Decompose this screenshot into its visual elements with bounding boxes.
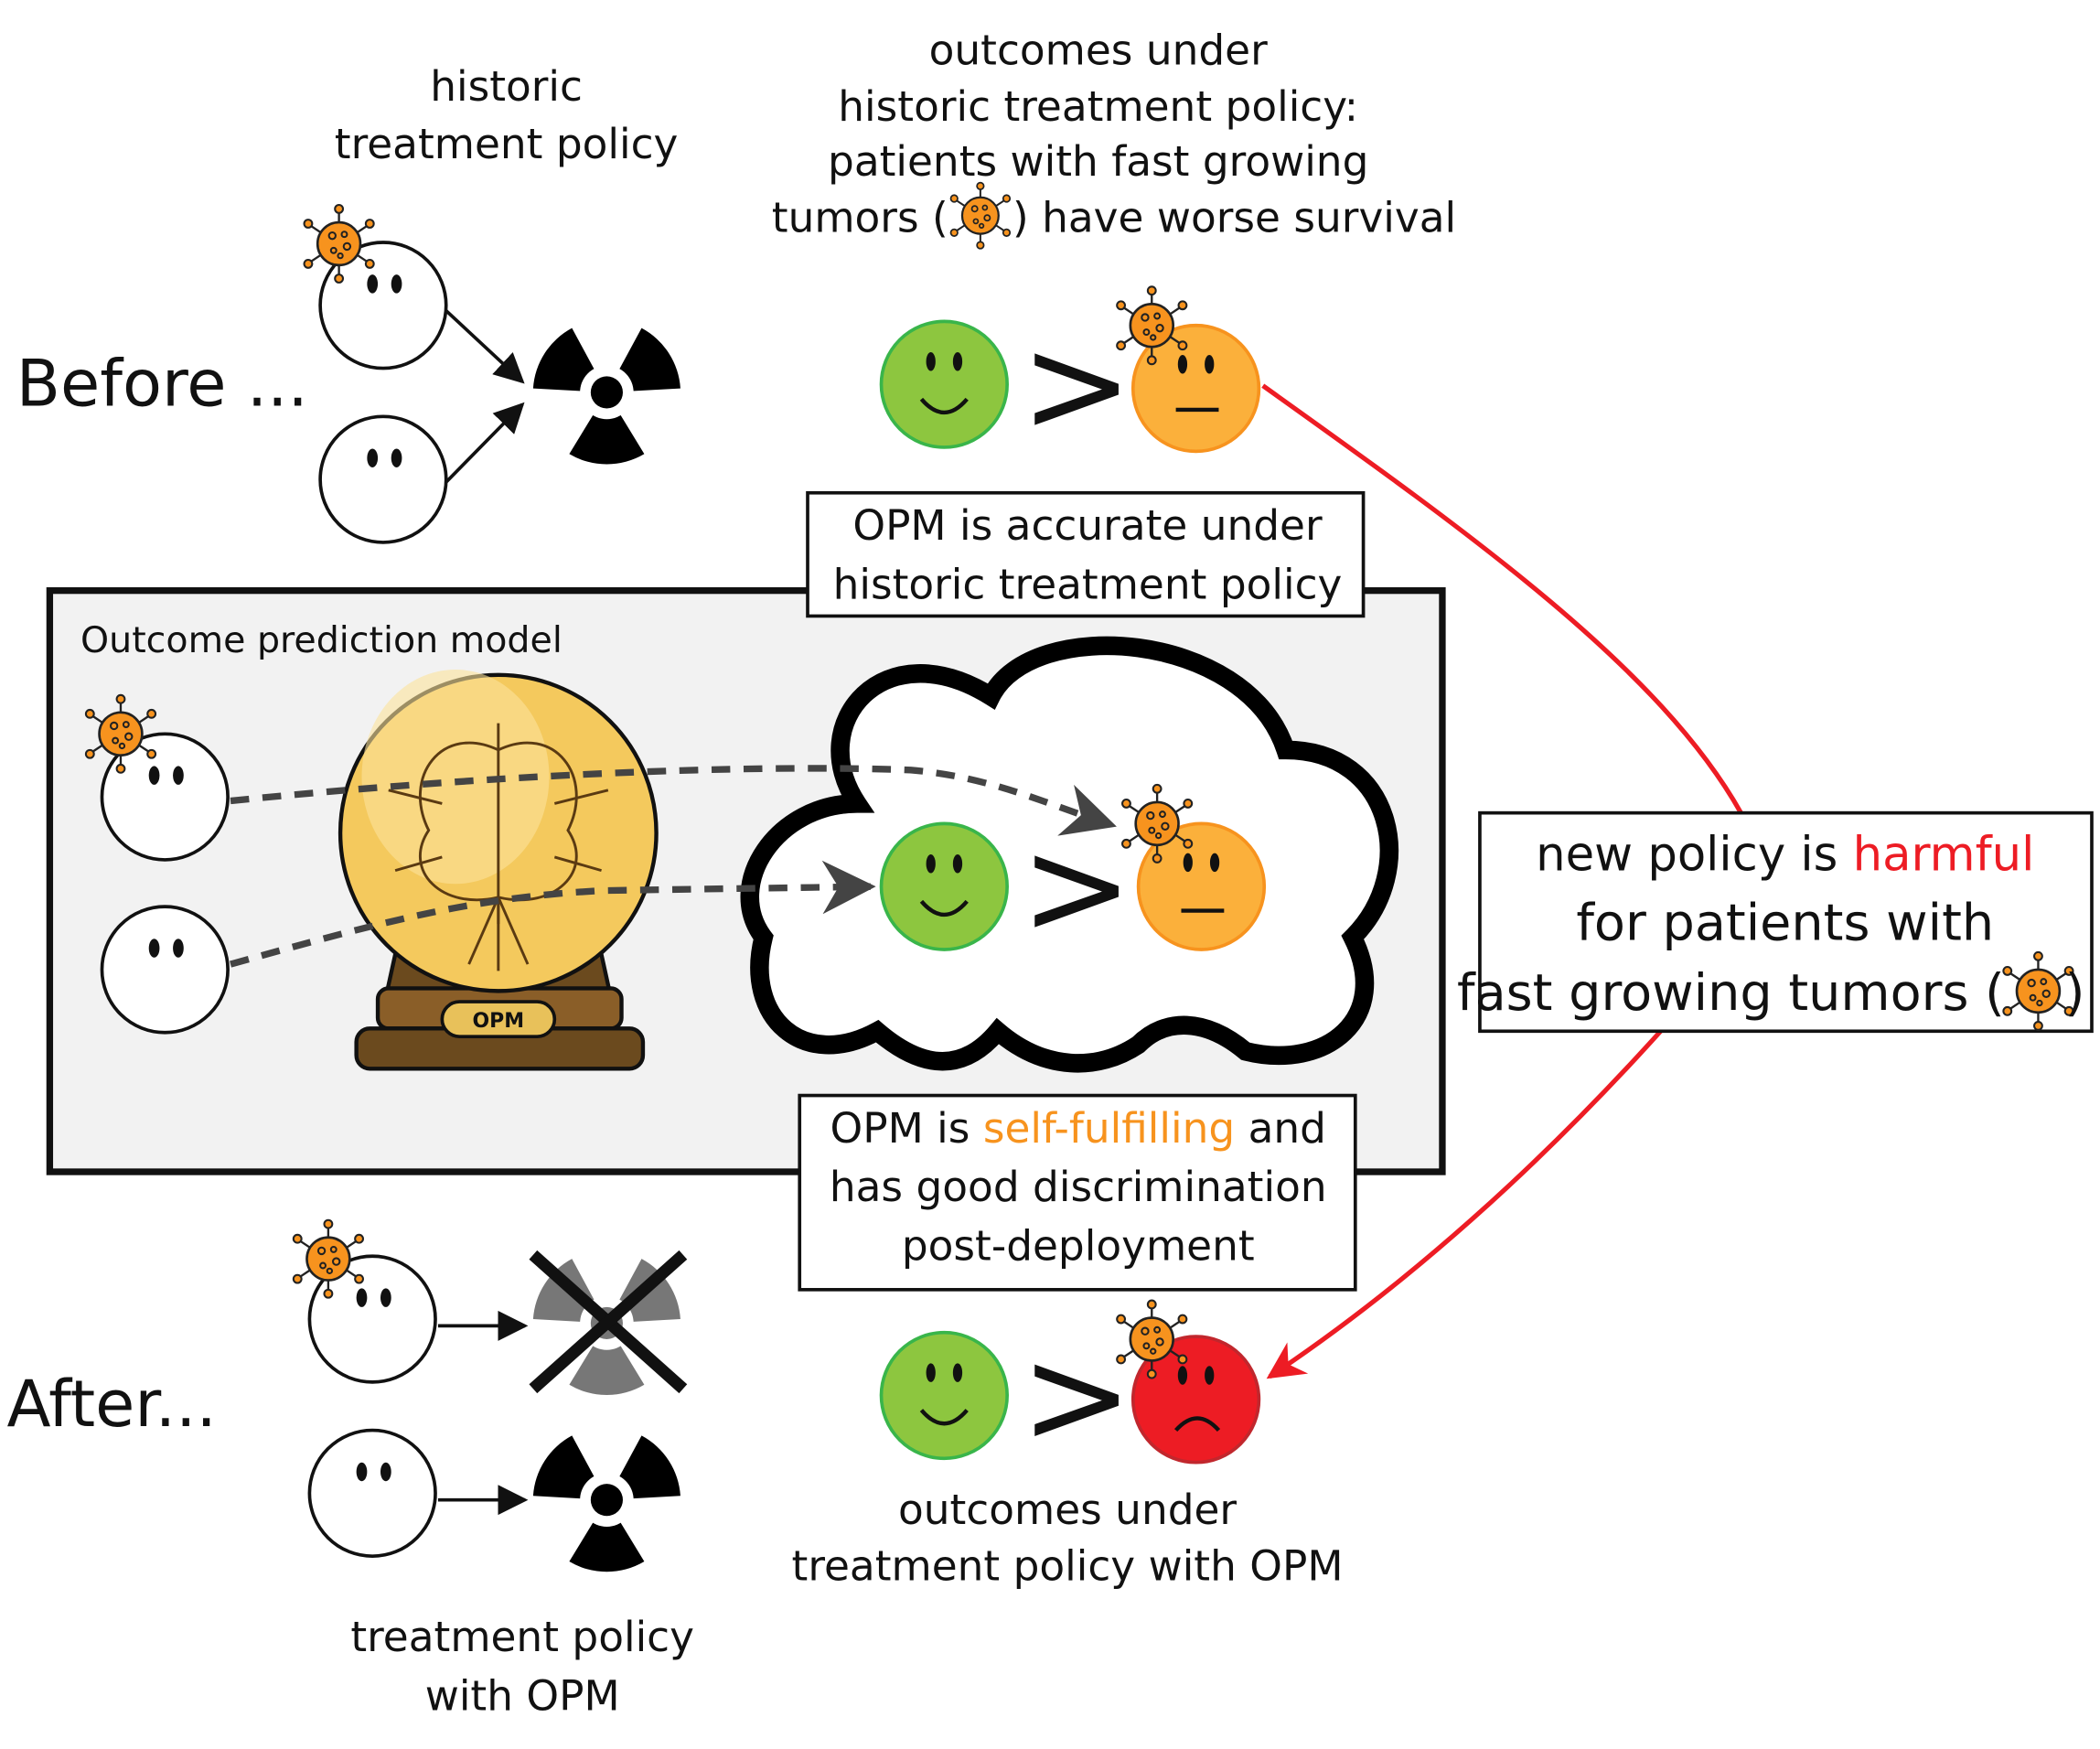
accurate-box: OPM is accurate under historic treatment…	[806, 490, 1366, 618]
prediction-arrow	[230, 765, 1117, 836]
radiation-icon	[532, 1435, 680, 1572]
harm-box-line-2: for patients with	[1576, 894, 1994, 953]
harm-box-line-3-end: )	[2065, 963, 2085, 1023]
happy-face-icon	[879, 319, 1009, 449]
sad-face-icon	[1130, 1335, 1261, 1465]
historic-outcomes-title-2: historic treatment policy:	[838, 82, 1358, 131]
comparison-symbol: >	[1021, 1318, 1133, 1475]
neutral-face-icon	[1130, 323, 1261, 454]
before-label: Before ...	[16, 347, 308, 422]
arrow	[445, 402, 525, 484]
accurate-box-line-1: OPM is accurate under	[852, 501, 1323, 550]
neutral-face-icon	[1136, 821, 1267, 951]
patient-face-icon	[100, 905, 230, 1035]
opm-policy-title-2: with OPM	[425, 1672, 620, 1721]
self-fulfilling-box-line-3: post-deployment	[902, 1222, 1255, 1271]
patient-face-icon	[318, 414, 448, 544]
opm-policy-title-1: treatment policy	[350, 1613, 694, 1661]
prediction-arrow	[230, 860, 876, 968]
tumor-icon	[949, 181, 1012, 250]
after-label: After...	[7, 1367, 217, 1442]
self-fulfilling-box-line-2: has good discrimination	[830, 1163, 1327, 1211]
harm-curve	[1261, 383, 1743, 814]
self-fulfilling-highlight: self-fulfilling	[983, 1104, 1235, 1153]
historic-outcomes-title-1: outcomes under	[929, 26, 1268, 74]
crossed-radiation-icon	[529, 1250, 688, 1396]
radiation-icon	[532, 327, 680, 465]
harm-arrow	[1266, 1029, 1663, 1379]
patient-face-icon	[307, 1428, 437, 1559]
harm-box: new policy is harmful for patients with …	[1457, 810, 2094, 1034]
happy-face-icon	[879, 821, 1009, 951]
accurate-box-line-2: historic treatment policy	[833, 560, 1343, 608]
arrow	[445, 309, 525, 384]
harm-highlight: harmful	[1853, 828, 2035, 883]
historic-outcomes-title-3: patients with fast growing	[828, 137, 1368, 186]
historic-policy-title-1: historic	[430, 62, 583, 111]
cloud-icon	[740, 636, 1399, 1073]
crystal-ball-label: OPM	[473, 1010, 525, 1033]
crystal-ball-icon: OPM	[338, 670, 659, 1071]
historic-outcomes-title-4a: tumors (	[772, 193, 948, 241]
historic-policy-title-2: treatment policy	[335, 120, 679, 168]
self-fulfilling-box: OPM is self-fulfilling and has good disc…	[798, 1093, 1357, 1292]
model-panel-title: Outcome prediction model	[80, 619, 562, 661]
opm-outcomes-title-2: treatment policy with OPM	[792, 1542, 1344, 1591]
harm-box-line-1: new policy is harmful	[1536, 828, 2034, 883]
self-fulfilling-box-line-1: OPM is self-fulfilling and	[830, 1104, 1326, 1153]
historic-outcomes-title-4b: ) have worse survival	[1012, 193, 1456, 241]
happy-face-icon	[879, 1330, 1009, 1461]
harm-box-line-3: fast growing tumors (	[1457, 963, 2005, 1023]
comparison-symbol: >	[1021, 809, 1133, 965]
opm-outcomes-title-1: outcomes under	[898, 1486, 1237, 1534]
comparison-symbol: >	[1021, 306, 1133, 463]
